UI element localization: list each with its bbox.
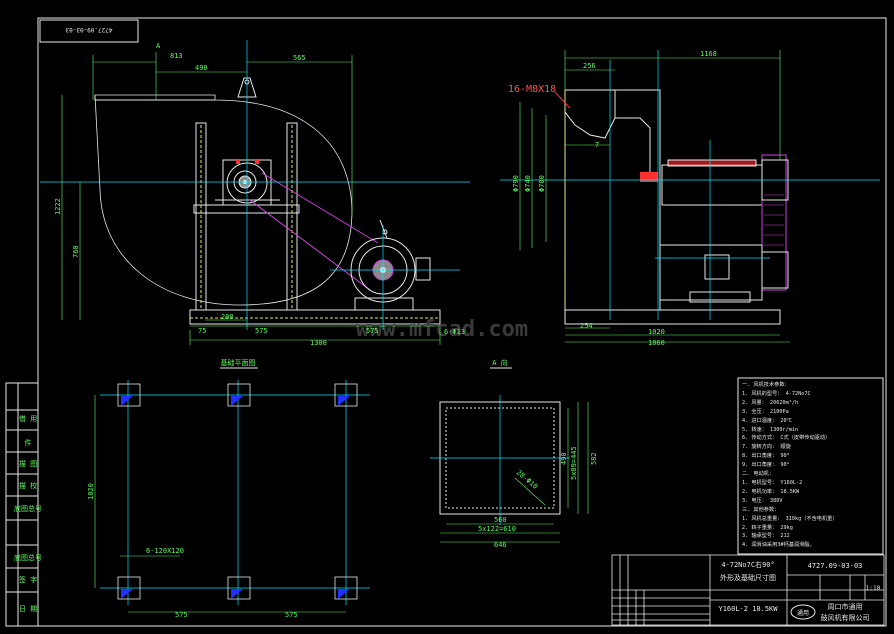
dim-200: 200 — [221, 313, 234, 321]
top-number-box — [39, 19, 139, 43]
left-strip — [5, 382, 39, 627]
side-bolt-label: 16-M8X18 — [508, 84, 556, 95]
note-line: 2. 电机功率： 18.5KW — [742, 488, 800, 495]
tb-drawing-no: 4727.09-03-03 — [808, 562, 863, 570]
strip-label-6: 签 字 — [19, 575, 37, 584]
lifting-lug — [237, 77, 257, 98]
strip-label-2: 描 图 — [19, 459, 37, 468]
title-block — [611, 554, 885, 626]
company-logo-text: 通用 — [797, 609, 809, 617]
outlet-dim-582: 582 — [590, 452, 598, 465]
company-logo — [790, 604, 816, 620]
outlet-dim-646: 646 — [494, 541, 507, 549]
side-bearing — [661, 164, 763, 206]
dim-1300: 1300 — [310, 339, 327, 347]
note-line: 三. 其他参数： — [742, 506, 780, 513]
note-line: 4. 进口温度： 20℃ — [742, 417, 792, 424]
strip-label-4: 底图总号 — [14, 504, 42, 513]
side-dim-7: 7 — [595, 141, 599, 149]
dim-565: 565 — [293, 54, 306, 62]
note-line: 3. 电压： 380V — [742, 497, 783, 504]
foundation-pads — [117, 383, 358, 600]
belt-upper — [261, 172, 379, 244]
side-dim-740: Φ740 — [524, 175, 532, 192]
note-line: 二. 电动机： — [742, 471, 775, 478]
side-view: 1168 256 16-M8X18 Φ790 Φ740 Φ700 7 254 1… — [500, 50, 880, 347]
side-dim-256: 256 — [583, 62, 596, 70]
side-dim-790: Φ790 — [512, 175, 520, 192]
foundation-dim-575b: 575 — [285, 611, 298, 619]
tb-company-1: 周口市通用 — [828, 602, 863, 611]
note-line: 1. 电机型号： Y160L-2 — [742, 479, 803, 486]
note-line: 7. 旋转方向： 顺旋 — [742, 444, 791, 451]
strip-label-1: 件 — [25, 438, 32, 447]
note-line: 4. 润滑油采用3#钙基润滑脂。 — [742, 542, 815, 549]
dim-75: 75 — [198, 327, 206, 335]
side-dim-1020: 1020 — [648, 328, 665, 336]
motor-terminal-box — [415, 257, 431, 281]
note-line: 3. 全压： 2100Pa — [742, 408, 789, 415]
strip-label-0: 借 用 — [19, 414, 37, 423]
foundation-dim-575a: 575 — [175, 611, 188, 619]
side-dim-700: Φ700 — [538, 175, 546, 192]
note-line: 8. 出口角度： 90° — [742, 453, 790, 460]
front-view: www.mfcad.com 813 490 565 1222 760 200 7… — [40, 40, 528, 347]
dim-575b: 575 — [366, 327, 379, 335]
dim-760: 760 — [72, 245, 80, 258]
strip-label-7: 日 期 — [19, 605, 37, 613]
note-line: 2. 风量： 20620m³/h — [742, 399, 799, 406]
outlet-dim-490: 490 — [560, 452, 568, 465]
pulley-stack — [761, 154, 787, 291]
side-base — [564, 309, 781, 325]
tb-motor: Y160L-2 18.5KW — [718, 605, 778, 613]
belt-lower — [249, 199, 371, 291]
side-motor — [659, 244, 763, 301]
note-line: 2. 转子重量： 29kg — [742, 524, 793, 531]
mirrored-drawing-no: 4727.09-03-03 — [65, 26, 112, 33]
section-arrow-a: A — [156, 42, 161, 50]
outlet-label: A 向 — [492, 358, 507, 367]
side-dim-1060: 1060 — [648, 339, 665, 347]
watermark: www.mfcad.com — [356, 317, 528, 342]
note-line: 3. 轴承型号： 212 — [742, 533, 790, 540]
outlet-hole: 28-Φ10 — [515, 468, 540, 490]
side-dim-1168: 1168 — [700, 50, 717, 58]
technical-notes: 一. 风机技术参数： 1. 风机的型号： 4-72No7C 2. 风量： 20620… — [742, 381, 882, 550]
note-line: 6. 传动方式： C式（皮带传动驱动） — [742, 435, 831, 442]
dim-1222: 1222 — [54, 198, 62, 215]
outlet-dim-5x89: 5x89=445 — [570, 446, 578, 480]
side-red-block — [640, 172, 658, 182]
notes-box — [737, 377, 884, 555]
sheet-border — [37, 17, 887, 627]
side-dim-254: 254 — [580, 322, 593, 330]
foundation-view: 基础平面图 1020 575 575 6-120X120 — [87, 358, 370, 619]
foundation-bolts: 6-120X120 — [146, 547, 184, 555]
foundation-dim-1020: 1020 — [87, 483, 95, 500]
note-line: 1. 风机总重量： 310kg（不含电机重） — [742, 515, 838, 522]
outlet-view: A 向 560 5x122=610 646 490 5x89=445 582 2… — [430, 358, 598, 549]
base-frame — [189, 309, 441, 325]
note-line: 5. 转速： 1300r/min — [742, 426, 799, 433]
outlet-dim-5x122: 5x122=610 — [478, 525, 516, 533]
tb-company-2: 鼓风机有限公司 — [821, 613, 870, 622]
tb-scale: 1:10 — [866, 585, 881, 592]
foundation-label: 基础平面图 — [221, 358, 256, 367]
fan-housing — [94, 94, 353, 306]
dim-813: 813 — [170, 52, 183, 60]
dim-490: 490 — [195, 64, 208, 72]
dim-6-phi13: 6-Φ13 — [444, 328, 465, 336]
tb-name: 外形及基础尺寸图 — [720, 573, 776, 582]
strip-label-5: 底图总号 — [14, 553, 42, 562]
tb-model: 4-72No7C右90° — [721, 560, 774, 569]
outlet-dim-560: 560 — [494, 516, 507, 524]
strip-label-3: 描 校 — [19, 481, 37, 490]
note-line: 一. 风机技术参数： — [742, 382, 790, 388]
dim-575a: 575 — [255, 327, 268, 335]
note-line: 1. 风机的型号： 4-72No7C — [742, 390, 811, 397]
note-line: 9. 出口角度： 90° — [742, 462, 790, 469]
